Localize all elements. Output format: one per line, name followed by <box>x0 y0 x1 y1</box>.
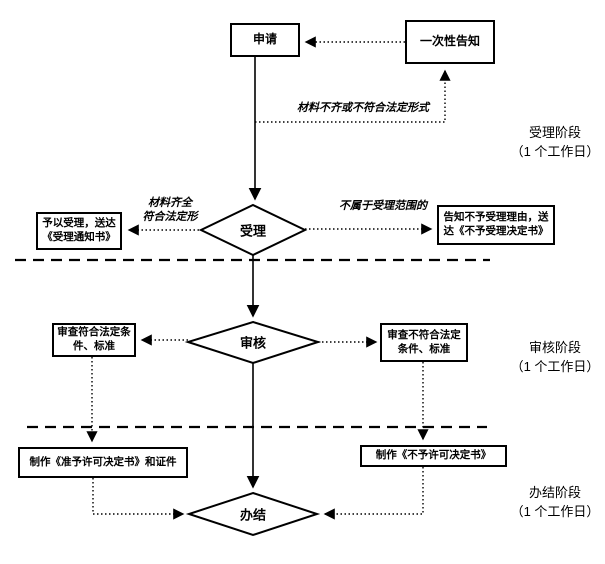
stage-finish-duration: （1 个工作日） <box>510 504 600 519</box>
stage-label-accept: 受理阶段 （1 个工作日） <box>503 123 605 161</box>
node-one-time-notice: 一次性告知 <box>405 20 495 64</box>
node-review-pass: 审查符合法定条件、标准 <box>52 323 136 357</box>
edge-label-materials-bad: 材料不齐或不符合法定形式 <box>297 102 429 114</box>
stage-review-name: 审核阶段 <box>528 340 581 355</box>
edge-make-denial-to-finish <box>323 467 424 520</box>
node-make-denial: 制作《不予许可决定书》 <box>360 445 507 467</box>
node-review-fail: 审查不符合法定条件、标准 <box>380 323 468 362</box>
diamond-accept <box>198 203 308 257</box>
diamond-finish <box>185 491 321 537</box>
stage-accept-name: 受理阶段 <box>528 125 581 140</box>
edge-label-materials-ok: 材料齐全 符合法定形 <box>134 196 206 224</box>
stage-label-review: 审核阶段 （1 个工作日） <box>503 338 605 376</box>
stage-accept-duration: （1 个工作日） <box>510 144 600 159</box>
node-review-label: 审核 <box>239 335 267 351</box>
stage-finish-name: 办结阶段 <box>528 485 581 500</box>
stage-label-finish: 办结阶段 （1 个工作日） <box>503 483 605 521</box>
node-accept-yes: 予以受理，送达《受理通知书》 <box>36 212 122 250</box>
node-finish-label: 办结 <box>239 507 267 523</box>
edge-label-not-in-scope: 不属于受理范围的 <box>339 200 427 212</box>
node-apply: 申请 <box>230 23 300 57</box>
node-make-permit: 制作《准予许可决定书》和证件 <box>18 447 188 478</box>
diamond-review <box>184 320 322 365</box>
edge-label-materials-ok-line2: 符合法定形 <box>142 211 198 223</box>
edge-label-materials-ok-line1: 材料齐全 <box>148 197 192 209</box>
node-accept-label: 受理 <box>239 223 267 239</box>
edge-materials-bad-to-notice <box>255 69 451 123</box>
node-accept-no: 告知不予受理理由，送达《不予受理决定书》 <box>437 205 555 245</box>
stage-review-duration: （1 个工作日） <box>510 359 600 374</box>
edge-make-permit-to-finish <box>92 478 185 520</box>
